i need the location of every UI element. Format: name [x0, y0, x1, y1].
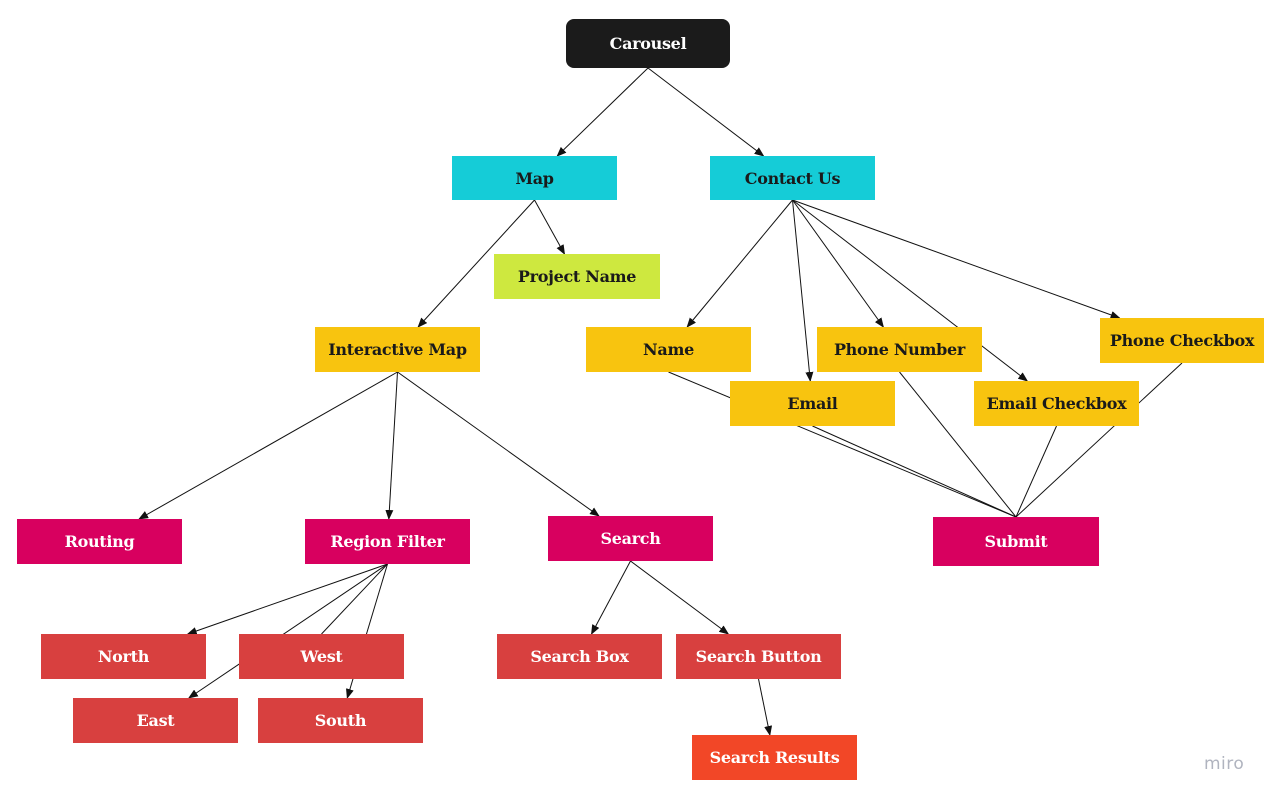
node-label: Contact Us: [744, 168, 841, 188]
node-west[interactable]: West: [239, 634, 404, 679]
node-search-results[interactable]: Search Results: [692, 735, 857, 780]
edge-carousel-to-contact-us: [647, 67, 765, 157]
node-label: Search Results: [709, 748, 840, 767]
node-email[interactable]: Email: [730, 381, 895, 426]
node-carousel[interactable]: Carousel: [566, 19, 730, 68]
node-submit[interactable]: Submit: [933, 517, 1099, 566]
node-label: East: [136, 711, 175, 730]
edge-search-button-to-search-results: [758, 678, 773, 736]
miro-watermark: miro: [1204, 754, 1245, 774]
node-map[interactable]: Map: [452, 156, 617, 200]
node-label: Phone Number: [833, 340, 966, 359]
edge-interactive-map-to-search: [397, 371, 600, 517]
node-label: Email Checkbox: [986, 394, 1127, 413]
node-label: South: [314, 711, 367, 730]
node-interactive-map[interactable]: Interactive Map: [315, 327, 480, 372]
edge-contact-us-to-phone-checkbox: [792, 199, 1121, 319]
node-routing[interactable]: Routing: [17, 519, 182, 564]
edge-interactive-map-to-routing: [138, 371, 398, 520]
node-label: West: [300, 647, 343, 666]
edge-contact-us-to-email-checkbox: [792, 199, 1029, 382]
node-search-box[interactable]: Search Box: [497, 634, 662, 679]
node-project-name[interactable]: Project Name: [494, 254, 660, 299]
edge-search-to-search-box: [591, 560, 631, 635]
node-north[interactable]: North: [41, 634, 206, 679]
node-label: Map: [515, 168, 554, 188]
node-label: Search Box: [530, 647, 629, 666]
node-label: Project Name: [517, 267, 637, 286]
node-label: Phone Checkbox: [1109, 331, 1255, 350]
node-label: Name: [643, 340, 694, 359]
node-name[interactable]: Name: [586, 327, 751, 372]
node-label: Email: [787, 394, 838, 413]
node-search[interactable]: Search: [548, 516, 713, 561]
node-east[interactable]: East: [73, 698, 238, 743]
node-label: Region Filter: [330, 532, 445, 551]
edge-phone-number-to-submit: [899, 371, 1017, 518]
node-phone-checkbox[interactable]: Phone Checkbox: [1100, 318, 1264, 363]
edge-region-filter-to-north: [186, 563, 388, 635]
edge-region-filter-to-east: [188, 563, 388, 699]
node-label: North: [97, 647, 150, 666]
node-email-checkbox[interactable]: Email Checkbox: [974, 381, 1139, 426]
node-label: Routing: [64, 532, 135, 551]
edge-contact-us-to-name: [686, 199, 793, 328]
edge-name-to-submit: [668, 371, 1017, 518]
edge-contact-us-to-email: [792, 199, 814, 382]
edge-email-to-submit: [812, 425, 1017, 518]
edge-map-to-project-name: [534, 199, 565, 255]
node-label: Interactive Map: [328, 340, 467, 359]
edge-carousel-to-map: [556, 67, 649, 157]
edge-interactive-map-to-region-filter: [385, 371, 398, 520]
edge-map-to-interactive-map: [417, 199, 535, 328]
node-label: Submit: [984, 532, 1048, 551]
node-label: Search Button: [695, 647, 822, 666]
node-label: Carousel: [609, 34, 687, 53]
node-region-filter[interactable]: Region Filter: [305, 519, 470, 564]
node-label: Search: [600, 529, 661, 548]
edge-phone-checkbox-to-submit: [1015, 362, 1183, 518]
node-search-button[interactable]: Search Button: [676, 634, 841, 679]
edge-search-to-search-button: [630, 560, 730, 635]
node-south[interactable]: South: [258, 698, 423, 743]
edge-email-checkbox-to-submit: [1015, 425, 1057, 518]
edge-region-filter-to-west: [321, 563, 388, 635]
edge-contact-us-to-phone-number: [792, 199, 884, 328]
node-contact-us[interactable]: Contact Us: [710, 156, 875, 200]
node-phone-number[interactable]: Phone Number: [817, 327, 982, 372]
